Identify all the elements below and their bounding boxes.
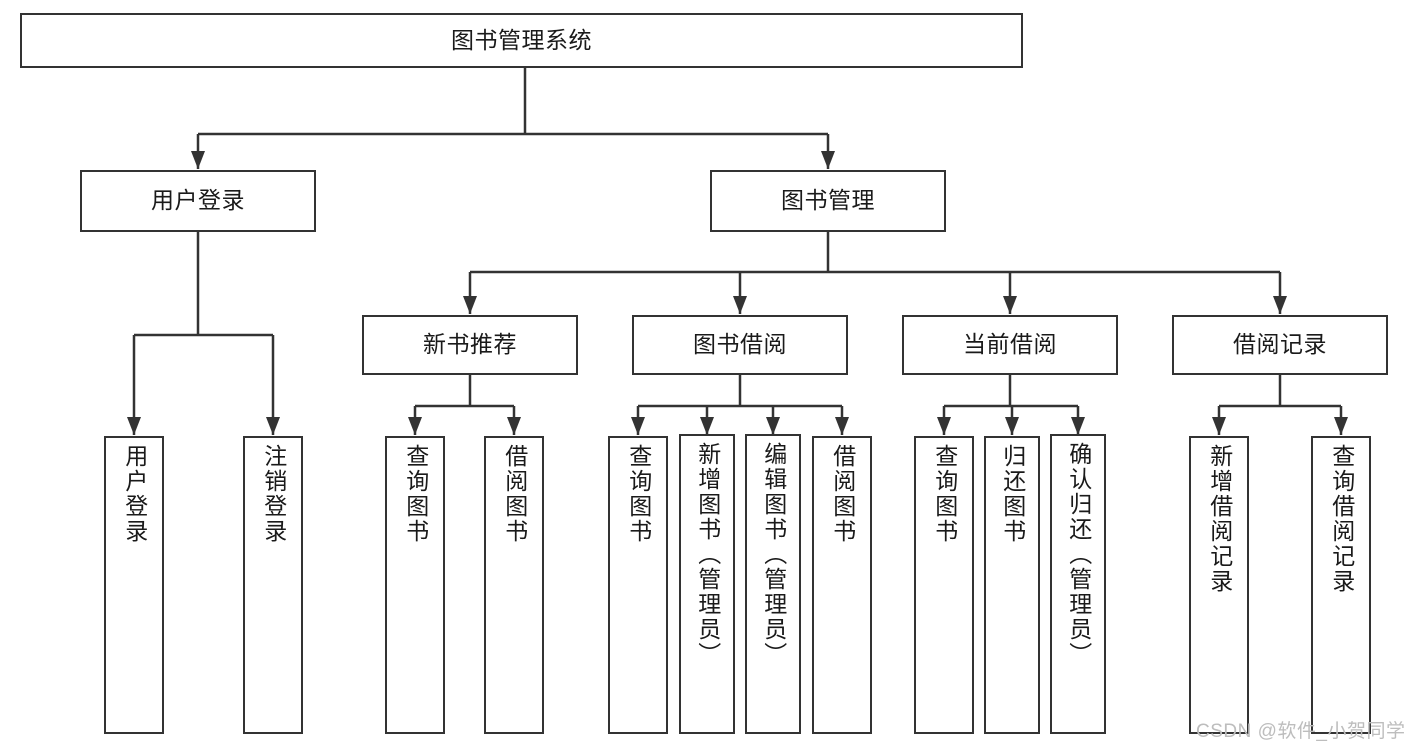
node-label: 新增借阅记录 xyxy=(1206,444,1233,594)
edge-arrowhead xyxy=(266,417,280,435)
node-current-borrow[interactable]: 当前借阅 xyxy=(902,315,1118,375)
node-leaf-query-record[interactable]: 查询借阅记录 xyxy=(1311,436,1371,734)
node-borrow-record[interactable]: 借阅记录 xyxy=(1172,315,1388,375)
node-label: 归还图书 xyxy=(999,444,1026,544)
edge-arrowhead xyxy=(1005,417,1019,435)
node-label: 编辑图书（管理员） xyxy=(760,442,787,667)
edge-arrowhead xyxy=(191,151,205,169)
node-label: 查询图书 xyxy=(625,444,652,544)
node-label: 注销登录 xyxy=(260,444,287,544)
node-label: 新增图书（管理员） xyxy=(694,442,721,667)
node-label: 借阅图书 xyxy=(829,444,856,544)
node-label: 当前借阅 xyxy=(963,331,1057,358)
node-leaf-user-login[interactable]: 用户登录 xyxy=(104,436,164,734)
node-label: 新书推荐 xyxy=(423,331,517,358)
edge-arrowhead xyxy=(127,417,141,435)
node-book-borrow[interactable]: 图书借阅 xyxy=(632,315,848,375)
edge-arrowhead xyxy=(700,417,714,435)
edge-arrowhead xyxy=(937,417,951,435)
watermark-label: CSDN @软件_小贺同学 xyxy=(1196,721,1405,742)
node-user-login[interactable]: 用户登录 xyxy=(80,170,316,232)
edge-arrowhead xyxy=(835,417,849,435)
node-leaf-add-record[interactable]: 新增借阅记录 xyxy=(1189,436,1249,734)
node-label: 图书借阅 xyxy=(693,331,787,358)
node-leaf-borrow-book-1[interactable]: 借阅图书 xyxy=(484,436,544,734)
node-label: 借阅记录 xyxy=(1233,331,1327,358)
node-label: 查询图书 xyxy=(402,444,429,544)
node-leaf-confirm-return[interactable]: 确认归还（管理员） xyxy=(1050,434,1106,734)
node-leaf-query-book-3[interactable]: 查询图书 xyxy=(914,436,974,734)
node-label: 借阅图书 xyxy=(501,444,528,544)
edge-arrowhead xyxy=(1003,296,1017,314)
node-leaf-edit-book[interactable]: 编辑图书（管理员） xyxy=(745,434,801,734)
edge-arrowhead xyxy=(507,417,521,435)
node-label: 查询借阅记录 xyxy=(1328,444,1355,594)
edge-arrowhead xyxy=(463,296,477,314)
node-leaf-add-book[interactable]: 新增图书（管理员） xyxy=(679,434,735,734)
edge-arrowhead xyxy=(733,296,747,314)
node-leaf-query-book-2[interactable]: 查询图书 xyxy=(608,436,668,734)
edge-arrowhead xyxy=(766,417,780,435)
node-root[interactable]: 图书管理系统 xyxy=(20,13,1023,68)
node-label: 用户登录 xyxy=(121,444,148,544)
node-new-book-rec[interactable]: 新书推荐 xyxy=(362,315,578,375)
edge-arrowhead xyxy=(408,417,422,435)
node-label: 查询图书 xyxy=(931,444,958,544)
node-leaf-query-book-1[interactable]: 查询图书 xyxy=(385,436,445,734)
edge-arrowhead xyxy=(1334,417,1348,435)
edge-arrowhead xyxy=(1273,296,1287,314)
edge-arrowhead xyxy=(1212,417,1226,435)
node-leaf-borrow-book-2[interactable]: 借阅图书 xyxy=(812,436,872,734)
node-label: 图书管理 xyxy=(781,187,875,214)
node-leaf-return-book[interactable]: 归还图书 xyxy=(984,436,1040,734)
node-book-manage[interactable]: 图书管理 xyxy=(710,170,946,232)
edge-arrowhead xyxy=(631,417,645,435)
edge-arrowhead xyxy=(1071,417,1085,435)
node-leaf-logout[interactable]: 注销登录 xyxy=(243,436,303,734)
edge-arrowhead xyxy=(821,151,835,169)
node-label: 用户登录 xyxy=(151,187,245,214)
node-label: 确认归还（管理员） xyxy=(1065,442,1092,667)
node-label: 图书管理系统 xyxy=(451,26,592,53)
